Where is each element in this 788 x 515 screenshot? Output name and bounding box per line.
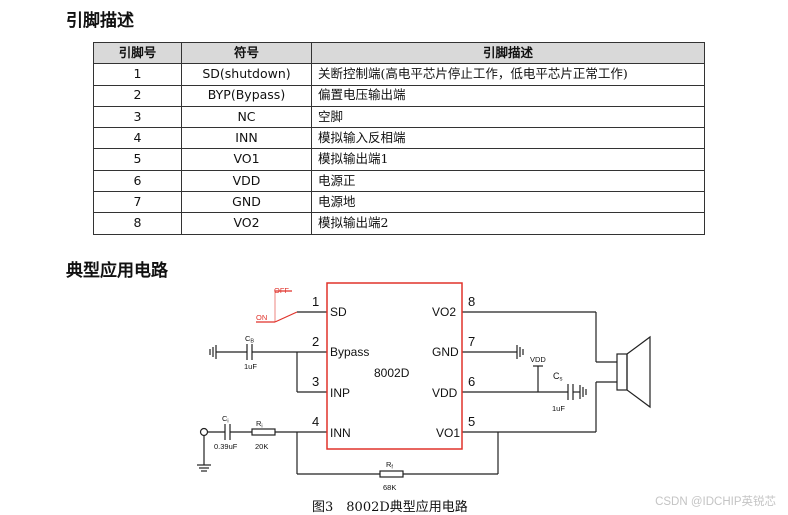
symbol-cell: BYP(Bypass) bbox=[181, 84, 312, 107]
pin-number-5: 5 bbox=[468, 414, 475, 429]
chip-name: 8002D bbox=[374, 366, 410, 380]
pin-number-3: 3 bbox=[312, 374, 319, 389]
table-row: 1 SD(shutdown) 关断控制端(高电平芯片停止工作，低电平芯片正常工作… bbox=[93, 63, 705, 86]
table-row: 8 VO2 模拟输出端2 bbox=[93, 212, 705, 235]
pin-number-1: 1 bbox=[312, 294, 319, 309]
cb-name: CB bbox=[245, 334, 254, 345]
pin-number-2: 2 bbox=[312, 334, 319, 349]
pin-number-6: 6 bbox=[468, 374, 475, 389]
csdn-watermark: CSDN @IDCHIP英锐芯 bbox=[655, 496, 776, 508]
pin-label-vo2: VO2 bbox=[432, 305, 456, 319]
header-pin-description: 引脚描述 bbox=[311, 41, 705, 65]
vdd-supply-label: VDD bbox=[530, 355, 546, 364]
table-row: 5 VO1 模拟输出端1 bbox=[93, 148, 705, 171]
header-symbol: 符号 bbox=[181, 41, 312, 65]
cs-name: Cs bbox=[553, 371, 563, 383]
header-pin-number: 引脚号 bbox=[93, 41, 182, 65]
ri-name: Ri bbox=[256, 419, 263, 430]
cs-value: 1uF bbox=[552, 404, 565, 413]
table-row: 6 VDD 电源正 bbox=[93, 169, 705, 193]
ci-name: Ci bbox=[222, 414, 229, 425]
table-row: 4 INN 模拟输入反相端 bbox=[93, 127, 705, 150]
chip-body bbox=[326, 282, 463, 450]
description-cell: 模拟输入反相端 bbox=[311, 127, 705, 150]
ri-value: 20K bbox=[255, 442, 268, 451]
figure-caption: 图3 8002D典型应用电路 bbox=[312, 500, 468, 515]
symbol-cell: NC bbox=[181, 105, 312, 129]
pin-number-7: 7 bbox=[468, 334, 475, 349]
table-header-row: 引脚号 符号 引脚描述 bbox=[93, 41, 705, 65]
cb-value: 1uF bbox=[244, 362, 257, 371]
rf-name: Rf bbox=[386, 460, 393, 471]
pin-label-gnd: GND bbox=[432, 345, 459, 359]
table-row: 7 GND 电源地 bbox=[93, 191, 705, 214]
switch-off-label: OFF bbox=[274, 286, 289, 295]
pin-label-bypass: Bypass bbox=[330, 345, 369, 359]
switch-on-label: ON bbox=[256, 313, 267, 322]
table-row: 2 BYP(Bypass) 偏置电压输出端 bbox=[93, 84, 705, 107]
pin-label-inn: INN bbox=[330, 426, 351, 440]
pin-number-cell: 8 bbox=[93, 212, 182, 235]
pin-description-table: 引脚号 符号 引脚描述 1 SD(shutdown) 关断控制端(高电平芯片停止… bbox=[93, 41, 705, 235]
description-cell: 模拟输出端2 bbox=[311, 212, 705, 235]
section-title-pin-description: 引脚描述 bbox=[66, 11, 134, 31]
description-cell: 电源地 bbox=[311, 191, 705, 214]
pin-label-vdd: VDD bbox=[432, 386, 458, 400]
pin-number-8: 8 bbox=[468, 294, 475, 309]
description-cell: 模拟输出端1 bbox=[311, 148, 705, 171]
rf-value: 68K bbox=[383, 483, 396, 492]
pin-label-vo1: VO1 bbox=[436, 426, 460, 440]
section-title-typical-circuit: 典型应用电路 bbox=[66, 261, 168, 281]
ci-value: 0.39uF bbox=[214, 442, 238, 451]
pin-number-4: 4 bbox=[312, 414, 319, 429]
symbol-cell: VO1 bbox=[181, 148, 312, 171]
pin-label-sd: SD bbox=[330, 305, 347, 319]
symbol-cell: VO2 bbox=[181, 212, 312, 235]
symbol-cell: GND bbox=[181, 191, 312, 214]
pin-label-inp: INP bbox=[330, 386, 350, 400]
